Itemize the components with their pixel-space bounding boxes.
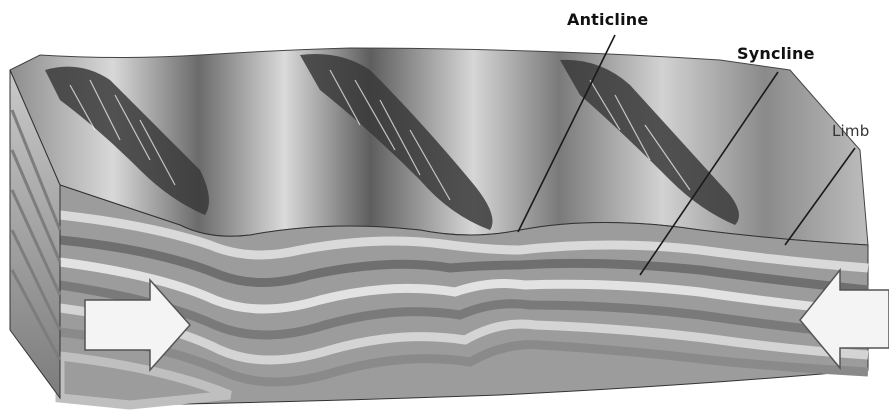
syncline-label: Syncline [737, 44, 815, 63]
limb-label: Limb [832, 122, 869, 140]
anticline-label: Anticline [567, 10, 648, 29]
